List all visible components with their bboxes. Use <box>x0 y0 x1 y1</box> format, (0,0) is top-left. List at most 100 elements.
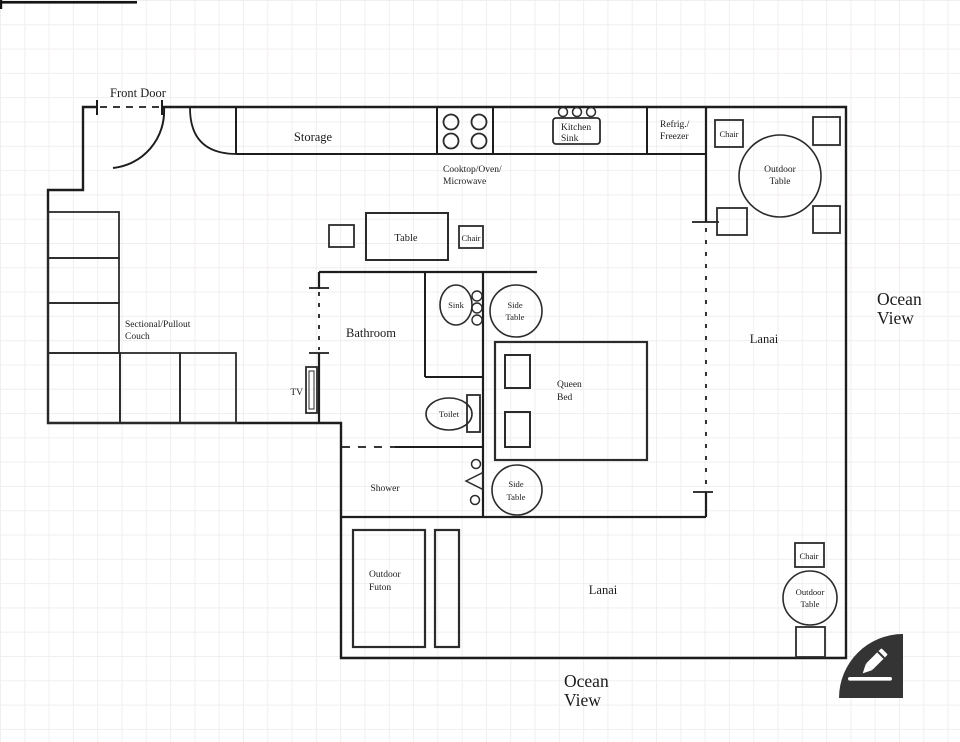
queen-bed-label: Bed <box>557 393 573 403</box>
outdoor-chair <box>716 207 748 236</box>
kitchen-sink-label: Kitchen <box>561 123 591 133</box>
bathroom-label: Bathroom <box>346 326 396 340</box>
front-door-swing-arc <box>112 107 166 169</box>
lanai-label: Lanai <box>589 583 618 597</box>
outdoor-futon <box>351 528 427 649</box>
closet-door-swing-arc <box>189 107 238 155</box>
outer-walls <box>46 105 848 660</box>
sectional-couch <box>47 211 237 424</box>
outdoor-table-label: Table <box>801 599 820 609</box>
couch-section <box>47 302 120 354</box>
burner-icon <box>470 113 488 131</box>
pencil-underline <box>848 677 892 681</box>
ocean-view-label: Ocean <box>564 671 609 691</box>
edit-button[interactable] <box>839 634 903 698</box>
kitchen-sink-basin <box>552 117 601 145</box>
bathroom-sink-counter <box>424 272 483 378</box>
faucet-knob-icon <box>571 106 583 118</box>
tv-screen <box>308 370 315 410</box>
side-table-label: Side <box>507 300 522 310</box>
outdoor-chair <box>714 119 744 148</box>
outdoor-table-label: Outdoor <box>764 165 797 175</box>
faucet-knob-icon <box>585 106 597 118</box>
outdoor-chair <box>812 205 841 234</box>
side-table-label: Table <box>506 312 525 322</box>
scan-artifact-line <box>0 1 137 4</box>
burner-icon <box>442 113 460 131</box>
bathroom-door-ticks <box>309 287 329 354</box>
side-table <box>491 464 543 516</box>
burner-icon <box>470 132 488 150</box>
side-table <box>489 284 543 338</box>
front-door-jambs <box>96 100 163 115</box>
outdoor-table <box>738 134 822 218</box>
shower-knob-icon <box>470 458 482 470</box>
refrig-label: Freezer <box>660 132 689 142</box>
storage-label: Storage <box>294 130 333 144</box>
sectional-couch-label: Sectional/Pullout <box>125 320 191 330</box>
ocean-view-label: View <box>564 690 601 710</box>
shower-fixture <box>464 458 484 506</box>
faucet-knob-icon <box>471 302 483 314</box>
sink-label: Sink <box>448 300 464 310</box>
cooktop-label: Cooktop/Oven/ <box>443 165 502 175</box>
dining-chair <box>328 224 355 248</box>
bathroom-sink <box>439 284 473 326</box>
queen-bed-label: Queen <box>557 380 582 390</box>
faucet-knob-icon <box>557 106 569 118</box>
bed-pillow <box>504 354 531 389</box>
dining-chair <box>458 225 484 249</box>
lanai-door-ticks <box>692 221 719 493</box>
bed-pillow <box>504 411 531 448</box>
kitchen-counter <box>235 107 706 155</box>
kitchen-sink-faucets <box>557 106 597 118</box>
toilet-label: Toilet <box>439 409 460 419</box>
ocean-view-label: View <box>877 308 914 328</box>
couch-section <box>119 352 181 424</box>
outdoor-table <box>782 570 838 626</box>
outdoor-futon-label: Outdoor <box>369 570 402 580</box>
ocean-view-label: Ocean <box>877 289 922 309</box>
bathroom-sink-knobs <box>471 290 483 326</box>
pencil-body <box>866 648 888 670</box>
outdoor-table-label: Table <box>770 177 791 187</box>
outdoor-chair <box>794 542 825 568</box>
shower-label: Shower <box>370 484 400 494</box>
shower-head-icon <box>464 471 484 491</box>
sectional-couch-label: Couch <box>125 332 150 342</box>
toilet-tank <box>466 394 481 433</box>
chair-label: Chair <box>799 551 818 561</box>
table-label: Table <box>394 233 418 244</box>
pencil-band <box>877 651 885 659</box>
chair-label: Chair <box>461 233 480 243</box>
outdoor-table-label: Outdoor <box>796 587 825 597</box>
side-table-label: Table <box>507 492 526 502</box>
refrig-label: Refrig./ <box>660 119 690 130</box>
kitchen-sink-label: Sink <box>561 134 579 144</box>
queen-bed <box>493 340 649 462</box>
faucet-knob-icon <box>471 290 483 302</box>
couch-section <box>47 257 120 304</box>
front-door-label: Front Door <box>110 86 167 100</box>
cooktop-burners <box>442 113 488 150</box>
outdoor-chair <box>812 116 841 146</box>
tv-label: TV <box>290 388 303 398</box>
cooktop-label: Microwave <box>443 177 486 187</box>
toilet-bowl <box>425 397 473 431</box>
couch-section <box>47 211 120 259</box>
tv <box>305 366 318 414</box>
couch-section <box>179 352 237 424</box>
lanai-label: Lanai <box>750 332 779 346</box>
shower-knob-icon <box>469 494 481 506</box>
chair-label: Chair <box>719 129 738 139</box>
scan-artifact-mark <box>0 0 3 9</box>
outdoor-futon-label: Futon <box>369 583 391 593</box>
side-table-label: Side <box>508 479 523 489</box>
outdoor-futon-side <box>433 528 461 649</box>
couch-section <box>47 352 121 424</box>
dining-table <box>365 212 449 261</box>
burner-icon <box>442 132 460 150</box>
outdoor-chair <box>795 626 826 658</box>
